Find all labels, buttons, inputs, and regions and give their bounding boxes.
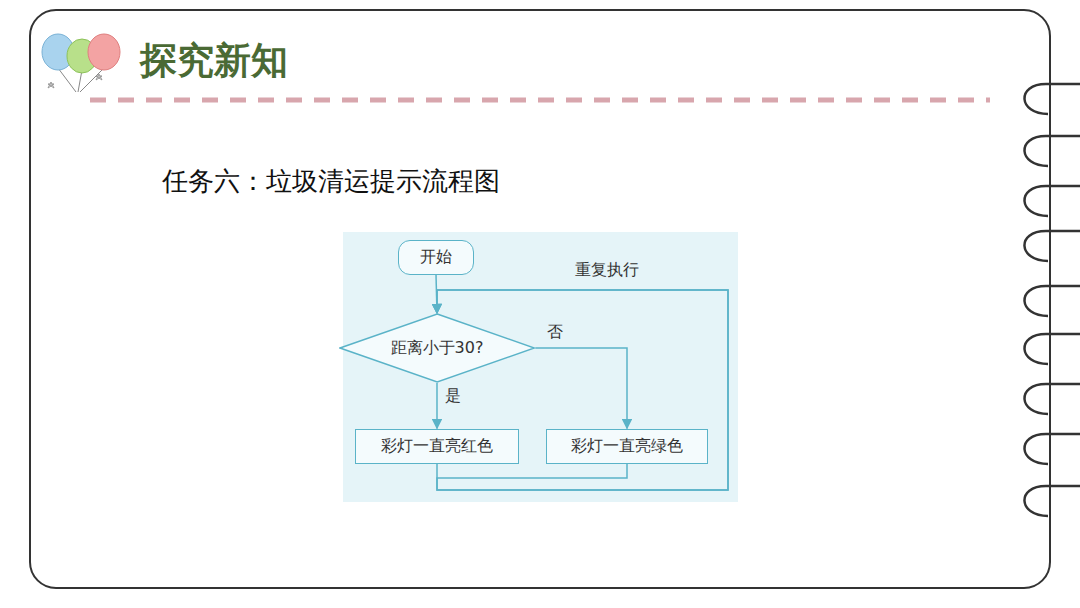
- start-terminal: 开始: [398, 240, 474, 275]
- dashed-divider: [90, 98, 990, 103]
- flow-connector: [436, 383, 438, 429]
- node-text: 开始: [420, 247, 452, 268]
- binder-ring: [1024, 286, 1080, 316]
- slide-heading: 探究新知: [140, 36, 288, 86]
- branch-label: 否: [547, 322, 563, 343]
- binder-ring: [1024, 231, 1080, 261]
- loop-note: 重复执行: [575, 260, 639, 281]
- balloons: [42, 34, 120, 92]
- branch-label: 是: [445, 386, 461, 407]
- binder-ring: [1024, 334, 1080, 364]
- binder-rings: [1024, 84, 1080, 516]
- notebook-frame: [30, 10, 1050, 588]
- task-heading: 任务六：垃圾清运提示流程图: [162, 164, 500, 199]
- node-text: 距离小于30?: [391, 338, 484, 359]
- process-box: 彩灯一直亮红色: [355, 429, 519, 464]
- decision-diamond: 距离小于30?: [339, 313, 535, 383]
- binder-ring: [1024, 136, 1080, 166]
- binder-ring: [1024, 434, 1080, 464]
- process-box: 彩灯一直亮绿色: [546, 429, 708, 464]
- node-text: 彩灯一直亮红色: [381, 436, 493, 457]
- binder-ring: [1024, 486, 1080, 516]
- flow-connector: [535, 348, 627, 429]
- binder-ring: [1024, 84, 1080, 114]
- node-text: 彩灯一直亮绿色: [571, 436, 683, 457]
- binder-ring: [1024, 384, 1080, 414]
- binder-ring: [1024, 186, 1080, 216]
